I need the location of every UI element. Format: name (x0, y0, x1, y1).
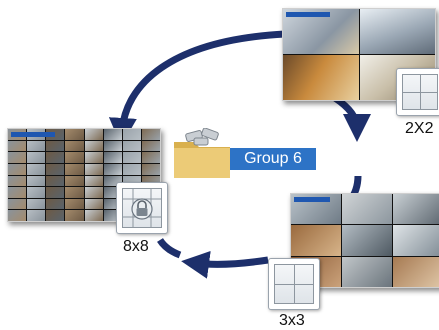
camera-feed (103, 210, 122, 221)
lock-icon (123, 189, 161, 227)
camera-feed (103, 163, 122, 175)
camera-feed (141, 163, 160, 175)
camera-feed (8, 198, 27, 210)
quad-grid-icon (268, 258, 320, 310)
camera-feed (122, 175, 141, 187)
camera-feed (8, 210, 27, 221)
camera-feed (65, 187, 84, 198)
camera-feed (103, 152, 122, 163)
camera-feed (27, 152, 46, 163)
camera-feed (141, 152, 160, 163)
arrow-2x2-to-3x3 (333, 95, 371, 142)
camera-feed (65, 175, 84, 187)
camera-feed (342, 256, 392, 287)
camera-feed (84, 198, 103, 210)
camera-feed (65, 140, 84, 152)
camera-feed (46, 152, 65, 163)
camera-feed (27, 210, 46, 221)
title-bar (11, 132, 55, 137)
title-bar (286, 12, 330, 17)
quad-grid-icon (396, 68, 439, 116)
camera-feed (8, 187, 27, 198)
camera-feed (342, 194, 392, 225)
camera-feed (393, 225, 439, 256)
camera-feed (84, 129, 103, 140)
camera-feed (122, 140, 141, 152)
camera-feed (46, 198, 65, 210)
camera-feed (8, 175, 27, 187)
camera-feed (342, 225, 392, 256)
camera-feed (122, 163, 141, 175)
camera-feed (103, 187, 122, 198)
camera-feed (27, 175, 46, 187)
camera-feed (84, 163, 103, 175)
camera-feed (46, 187, 65, 198)
layout-label-8x8: 8x8 (123, 238, 149, 255)
arrow-8x8-curve (157, 238, 182, 259)
camera-feed (65, 198, 84, 210)
layout-label-3x3: 3x3 (279, 312, 305, 329)
camera-feed (27, 198, 46, 210)
camera-feed (393, 194, 439, 225)
camera-feed (65, 163, 84, 175)
camera-feed (291, 225, 341, 256)
camera-feed (8, 140, 27, 152)
camera-feed (8, 163, 27, 175)
camera-feed (84, 187, 103, 198)
camera-feed (46, 175, 65, 187)
layout-label-2x2: 2X2 (405, 120, 434, 137)
arrow-8x8-to-2x2 (108, 30, 286, 146)
camera-feed (84, 140, 103, 152)
camera-feed (27, 140, 46, 152)
title-bar (294, 197, 330, 202)
camera-feed (103, 129, 122, 140)
camera-feed (84, 175, 103, 187)
camera-feed (103, 140, 122, 152)
camera-feed (122, 152, 141, 163)
camera-feed (8, 152, 27, 163)
camera-feed (283, 55, 359, 100)
camera-feed (141, 175, 160, 187)
group-label: Group 6 (230, 148, 316, 170)
folder-with-cameras-icon (174, 128, 230, 178)
camera-feed (65, 129, 84, 140)
arrow-3x3-to-8x8-b (181, 250, 269, 279)
camera-feed (84, 152, 103, 163)
camera-feed (27, 163, 46, 175)
camera-feed (359, 9, 435, 54)
camera-feed (27, 187, 46, 198)
camera-feed (141, 129, 160, 140)
camera-feed (46, 129, 65, 140)
lock-grid-icon (116, 182, 168, 234)
camera-feed (103, 175, 122, 187)
camera-feed (103, 198, 122, 210)
camera-feed (141, 140, 160, 152)
camera-feed (84, 210, 103, 221)
camera-feed (46, 140, 65, 152)
camera-feed (46, 163, 65, 175)
camera-feed (65, 210, 84, 221)
camera-feed (65, 152, 84, 163)
camera-feed (122, 129, 141, 140)
screen-8x8 (7, 128, 161, 222)
camera-feed (393, 256, 439, 287)
camera-feed (46, 210, 65, 221)
